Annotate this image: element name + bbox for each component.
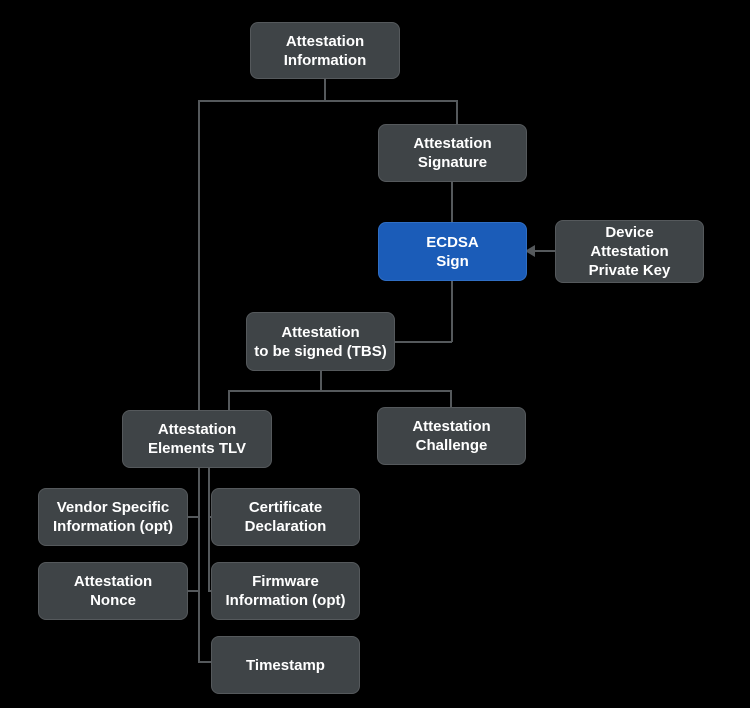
edge-tbs-left-drop — [228, 390, 230, 411]
edge-tlv-branch-timestamp — [198, 661, 212, 663]
edge-tbs-split-bar — [228, 390, 451, 392]
edge-tlv-branch-certificate — [208, 516, 212, 518]
node-attestation-to-be-signed-tbs[interactable]: Attestation to be signed (TBS) — [246, 312, 395, 371]
edge-root-split-bar — [198, 100, 458, 102]
edge-tlv-branch-nonce — [186, 590, 199, 592]
node-device-attestation-private-key[interactable]: Device Attestation Private Key — [555, 220, 704, 283]
edge-tbs-right-drop — [450, 390, 452, 408]
arrow-into-ecdsa-sign-icon — [525, 245, 535, 257]
edge-root-left-drop — [198, 100, 200, 412]
edge-tlv-branch-vendor — [186, 516, 199, 518]
edge-ecdsa-out-drop — [451, 281, 453, 342]
edge-tlv-right-spine — [208, 468, 210, 591]
node-attestation-challenge[interactable]: Attestation Challenge — [377, 407, 526, 465]
edge-signature-to-ecdsa — [451, 182, 453, 223]
edge-tlv-branch-firmware — [208, 590, 212, 592]
node-ecdsa-sign[interactable]: ECDSA Sign — [378, 222, 527, 281]
node-timestamp[interactable]: Timestamp — [211, 636, 360, 694]
edge-root-stem — [324, 79, 326, 102]
node-attestation-information[interactable]: Attestation Information — [250, 22, 400, 79]
node-attestation-nonce[interactable]: Attestation Nonce — [38, 562, 188, 620]
node-vendor-specific-information-opt[interactable]: Vendor Specific Information (opt) — [38, 488, 188, 546]
node-certificate-declaration[interactable]: Certificate Declaration — [211, 488, 360, 546]
node-attestation-elements-tlv[interactable]: Attestation Elements TLV — [122, 410, 272, 468]
edge-tbs-stem — [320, 371, 322, 391]
node-attestation-signature[interactable]: Attestation Signature — [378, 124, 527, 182]
node-firmware-information-opt[interactable]: Firmware Information (opt) — [211, 562, 360, 620]
edge-key-to-ecdsa — [535, 250, 556, 252]
edge-tlv-left-spine — [198, 468, 200, 662]
edge-root-right-drop — [456, 100, 458, 125]
edge-ecdsa-out-to-tbs — [394, 341, 452, 343]
